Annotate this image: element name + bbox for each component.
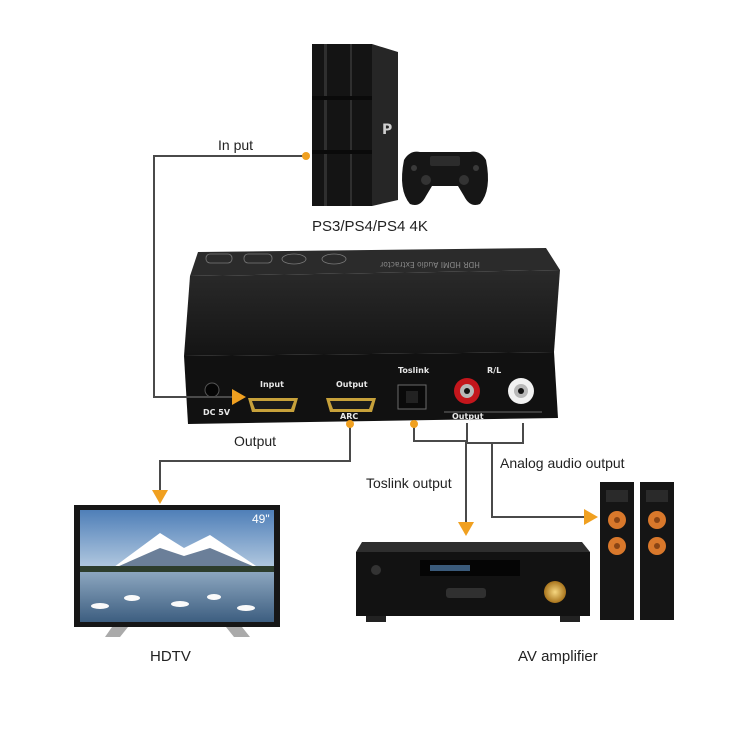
analog-cable: [491, 443, 584, 518]
output-endpoint-dot: [346, 420, 354, 428]
console-icon: P: [312, 44, 398, 206]
extractor-title: HDR HDMI Audio Extractor: [379, 260, 480, 269]
tv-caption: HDTV: [150, 648, 191, 665]
output-label: Output: [234, 433, 277, 449]
svg-text:P: P: [382, 122, 392, 138]
input-cable: [153, 155, 306, 398]
output-cable: [159, 424, 351, 490]
speaker-right-icon: [640, 482, 674, 620]
toslink-cable: [413, 424, 467, 522]
feature-logos: [205, 253, 347, 265]
speaker-arrow-icon: [584, 509, 598, 525]
analog-bridge-cable: [466, 423, 524, 444]
input-arrow-icon: [232, 389, 246, 405]
cables: [153, 155, 584, 522]
cable-markers: [152, 152, 598, 536]
analog-label: Analog audio output: [500, 455, 625, 471]
amplifier-caption: AV amplifier: [518, 648, 598, 665]
tv-arrow-icon: [152, 490, 168, 504]
console-caption: PS3/PS4/PS4 4K: [312, 218, 428, 235]
rl-port-label: R/L: [487, 366, 502, 375]
output-port-label: Output: [336, 380, 368, 389]
input-port-label: Input: [260, 380, 284, 389]
hdtv-icon: [74, 505, 280, 637]
av-amplifier-icon: [356, 542, 590, 622]
dc-port-label: DC 5V: [203, 408, 231, 417]
toslink-endpoint-dot: [410, 420, 418, 428]
dc-port: [204, 382, 220, 398]
amplifier-arrow-icon: [458, 522, 474, 536]
toslink-port-label: Toslink: [398, 366, 430, 375]
gamepad-icon: [402, 151, 488, 205]
input-label: In put: [218, 137, 254, 153]
speaker-left-icon: [600, 482, 634, 620]
arc-port-label: ARC: [340, 412, 359, 421]
tv-size-badge: 49": [252, 512, 270, 526]
analog-output-port-label: Output: [452, 412, 484, 421]
input-endpoint-dot: [302, 152, 310, 160]
hdmi-audio-extractor: HDR HDMI Audio Extractor: [184, 248, 560, 424]
toslink-label: Toslink output: [366, 475, 452, 491]
